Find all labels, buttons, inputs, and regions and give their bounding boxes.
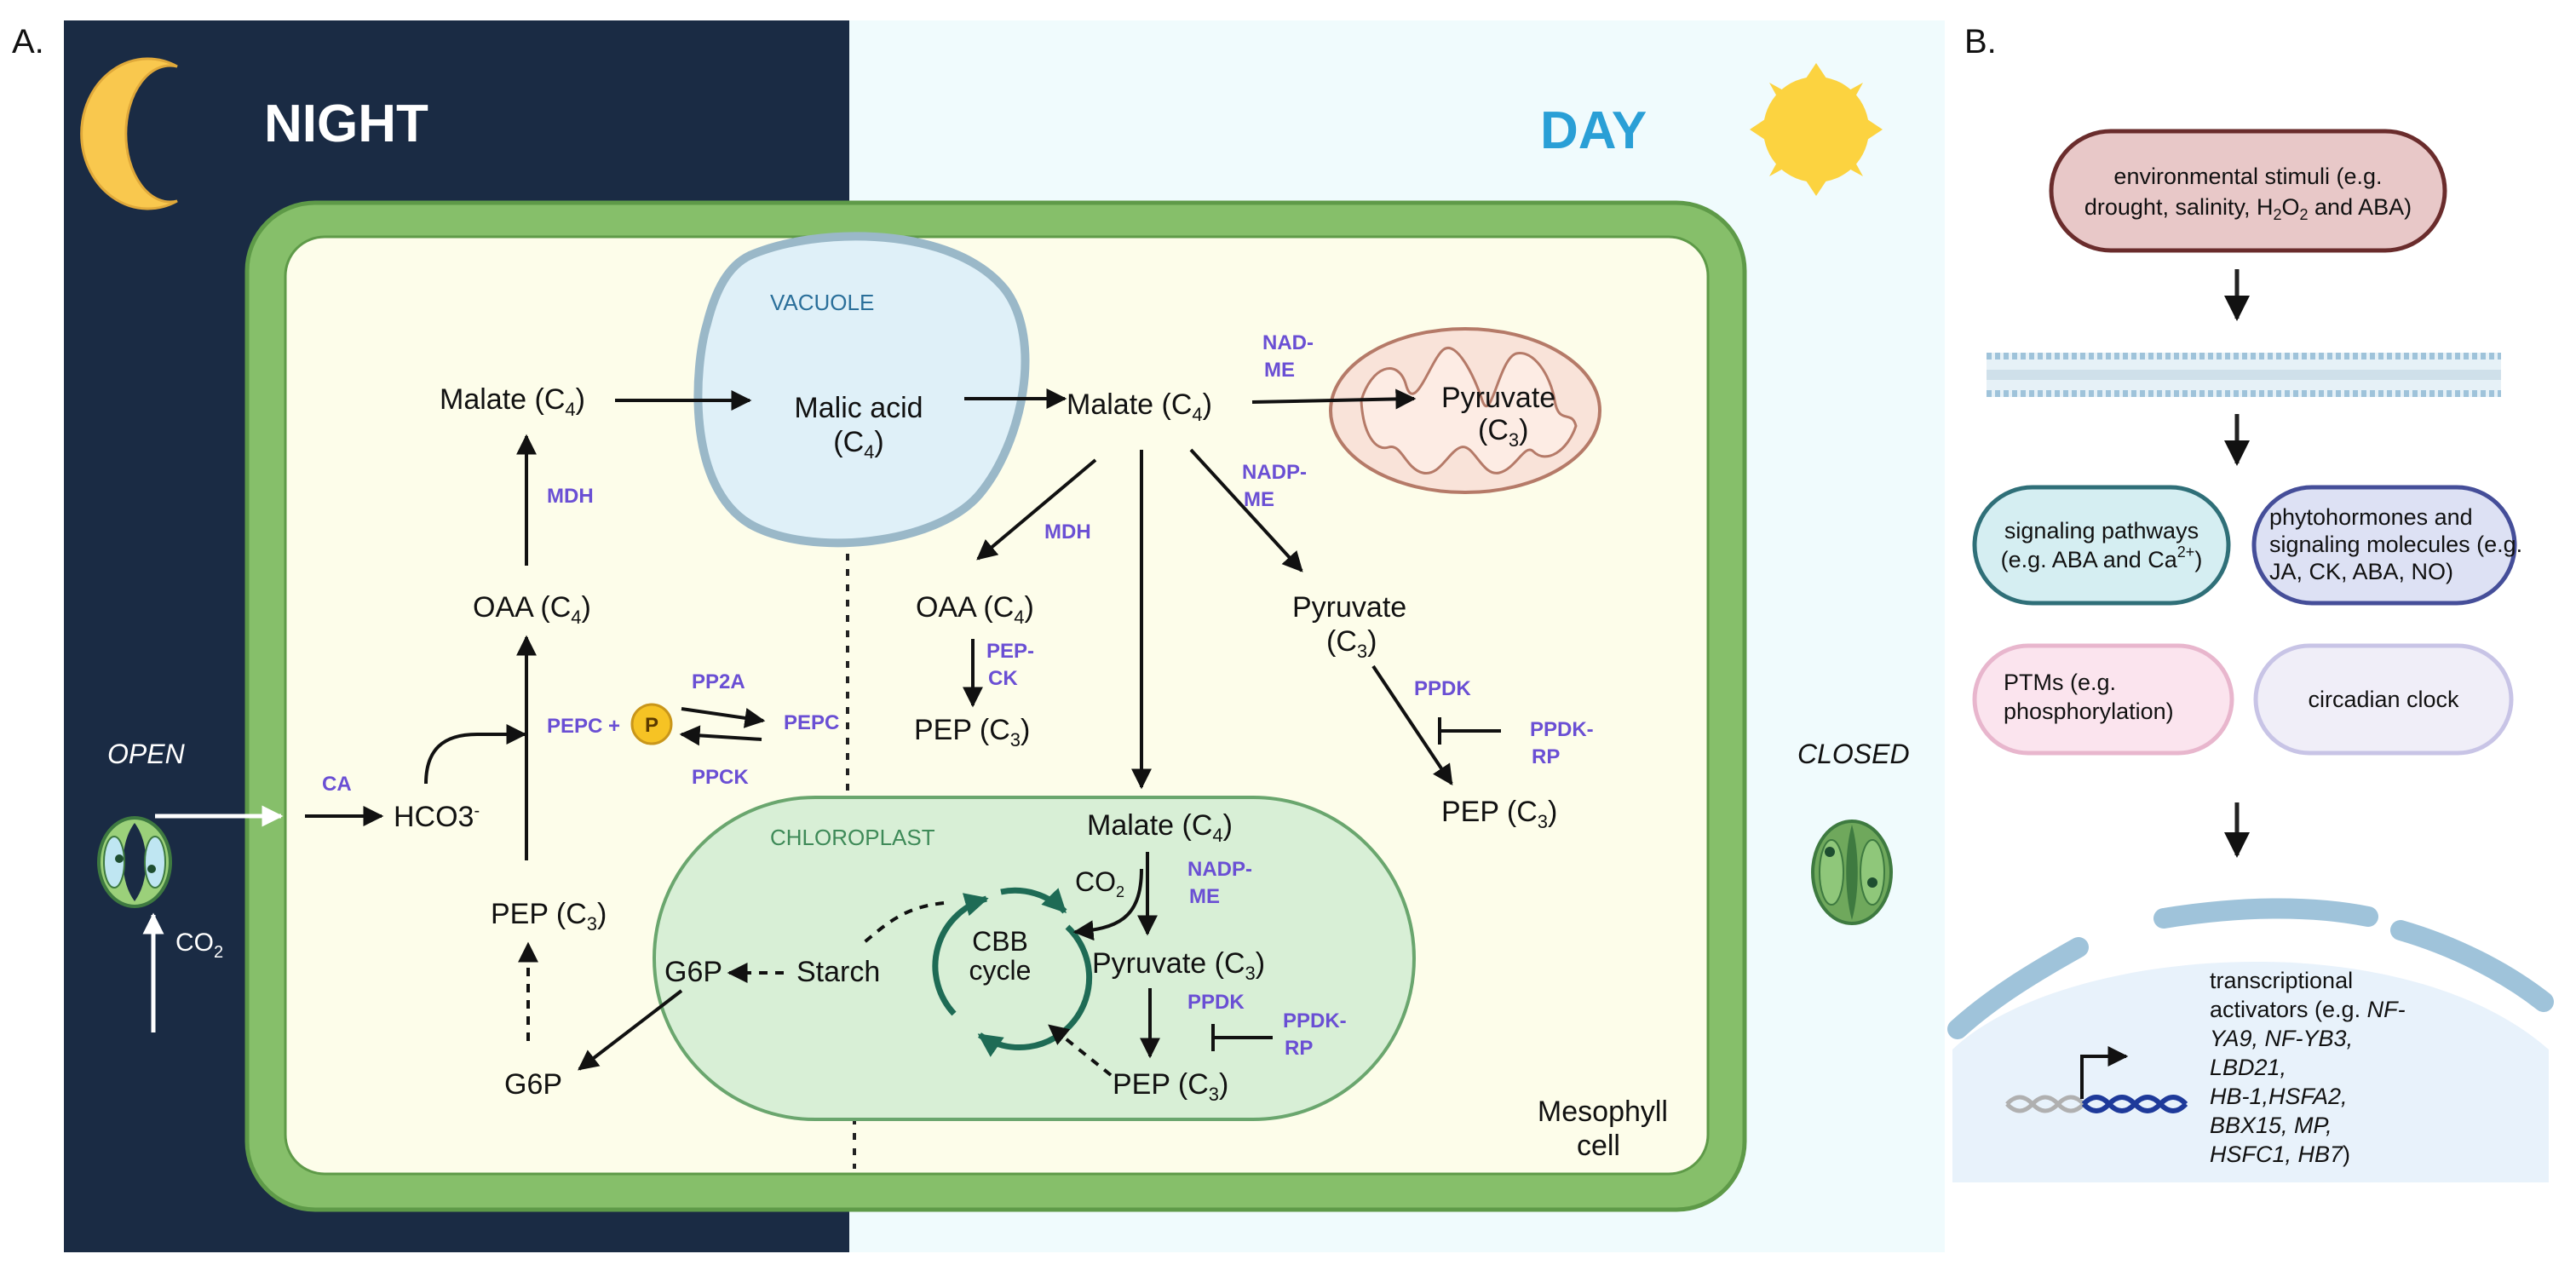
enzyme-pep-ck-2: CK	[988, 667, 1018, 690]
co2-night-label: CO2	[175, 929, 223, 962]
g6p-chloro: G6P	[664, 956, 722, 988]
vacuole	[693, 232, 1030, 548]
pep-chloro: PEP (C3)	[1113, 1068, 1228, 1105]
mesophyll-label-2: cell	[1577, 1130, 1620, 1162]
malic-acid: Malic acid	[794, 392, 923, 424]
enzyme-pepc-p: PEPC +	[547, 715, 620, 738]
enzyme-ppdk-rp-day-2: RP	[1532, 745, 1560, 768]
chloroplast	[653, 796, 1416, 1121]
stoma-open-label: OPEN	[107, 739, 186, 769]
activators-line-1: transcriptional	[2210, 968, 2353, 993]
enzyme-ppdk-chl: PPDK	[1187, 991, 1245, 1014]
plasma-membrane	[1987, 353, 2501, 397]
day-label: DAY	[1540, 101, 1647, 160]
signaling-box	[1972, 485, 2231, 606]
starch: Starch	[796, 956, 880, 988]
ptms-text-1: PTMs (e.g.	[2004, 670, 2116, 695]
mitochondrion	[1329, 327, 1601, 494]
circadian-text: circadian clock	[2308, 687, 2459, 712]
activators-line-7: HSFC1, HB7)	[2210, 1142, 2350, 1167]
hco3: HCO3-	[394, 801, 480, 833]
nucleus	[1947, 898, 2554, 1182]
enzyme-ppdk-day: PPDK	[1414, 677, 1471, 700]
enzyme-nadp-me-2: ME	[1244, 488, 1274, 511]
pyruvate-mito-c3: (C3)	[1478, 414, 1528, 451]
malate-night: Malate (C4)	[440, 383, 585, 420]
activators-line-3: YA9, NF-YB3,	[2210, 1026, 2353, 1051]
activators-line-4: LBD21,	[2210, 1055, 2286, 1080]
sun-icon	[1750, 63, 1883, 196]
phyto-text-3: JA, CK, ABA, NO)	[2269, 559, 2453, 584]
enzyme-mdh-day: MDH	[1044, 520, 1091, 543]
phyto-text-1: phytohormones and	[2269, 504, 2473, 530]
enzyme-nad-me-1: NAD-	[1262, 331, 1314, 354]
stimuli-text-2: drought, salinity, H2O2 and ABA)	[2084, 194, 2412, 223]
pyruvate-cyto: Pyruvate	[1292, 591, 1406, 624]
oaa-night: OAA (C4)	[473, 591, 591, 628]
enzyme-ppdk-rp-chl-1: PPDK-	[1283, 1009, 1347, 1032]
cbb-cycle	[932, 887, 1093, 1057]
ptms-box	[1972, 643, 2234, 756]
stoma-closed-label: CLOSED	[1797, 739, 1910, 769]
ptms-text-2: phosphorylation)	[2004, 699, 2174, 724]
signaling-text-1: signaling pathways	[2004, 518, 2199, 543]
pyruvate-mito: Pyruvate	[1441, 382, 1555, 414]
panel-a-label: A.	[12, 23, 44, 60]
signaling-text-2: (e.g. ABA and Ca2+)	[2001, 543, 2203, 572]
vacuole-label: VACUOLE	[770, 290, 874, 315]
pep-night: PEP (C3)	[491, 898, 607, 935]
panel-b-label: B.	[1964, 23, 1997, 60]
co2-arrows	[142, 805, 284, 1032]
malate-day: Malate (C4)	[1067, 388, 1212, 425]
phosphate-badge	[630, 703, 673, 745]
phytohormones-box	[2251, 485, 2517, 606]
phosphate-label: P	[645, 714, 658, 737]
circadian-box	[2253, 643, 2514, 756]
stimuli-box	[2049, 129, 2447, 253]
chloroplast-label: CHLOROPLAST	[770, 825, 935, 850]
cbb-label-1: CBB	[972, 926, 1028, 957]
night-label: NIGHT	[264, 95, 428, 153]
enzyme-mdh-night: MDH	[547, 485, 594, 508]
dna-promoter-icon	[2005, 1046, 2188, 1113]
enzyme-nad-me-2: ME	[1264, 359, 1295, 382]
stoma-closed-icon	[1811, 820, 1893, 925]
enzyme-ppck: PPCK	[692, 766, 749, 789]
enzyme-nadp-me-chl-2: ME	[1189, 885, 1220, 908]
pep-day-right: PEP (C3)	[1441, 796, 1557, 832]
activators-line-2: activators (e.g. NF-	[2210, 997, 2406, 1022]
mesophyll-label-1: Mesophyll	[1538, 1096, 1668, 1128]
enzyme-ppdk-rp-chl-2: RP	[1285, 1037, 1313, 1060]
malic-acid-c4: (C4)	[833, 426, 883, 463]
enzyme-ppdk-rp-day-1: PPDK-	[1530, 718, 1594, 741]
cbb-label-2: cycle	[969, 955, 1032, 986]
enzyme-ca: CA	[322, 773, 352, 796]
pathway-arrows	[305, 388, 1453, 1077]
pyruvate-chloro: Pyruvate (C3)	[1092, 947, 1265, 984]
enzyme-pp2a: PP2A	[692, 670, 745, 693]
moon-icon	[80, 57, 178, 210]
co2-chloro: CO2	[1075, 866, 1124, 900]
activators-line-5: HB-1,HSFA2,	[2210, 1084, 2348, 1109]
enzyme-nadp-me-chl-1: NADP-	[1187, 858, 1252, 881]
malate-chloro: Malate (C4)	[1087, 809, 1233, 846]
phyto-text-2: signaling molecules (e.g.	[2269, 532, 2522, 557]
enzyme-pep-ck-1: PEP-	[986, 640, 1034, 663]
inhibition-marks	[1211, 717, 1501, 1051]
pep-day-mid: PEP (C3)	[914, 714, 1030, 751]
oaa-day: OAA (C4)	[916, 591, 1034, 628]
enzyme-nadp-me-1: NADP-	[1242, 461, 1307, 484]
stimuli-text-1: environmental stimuli (e.g.	[2113, 164, 2382, 189]
activators-line-6: BBX15, MP,	[2210, 1113, 2332, 1138]
stoma-open-icon	[97, 816, 172, 908]
pyruvate-cyto-c3: (C3)	[1326, 625, 1377, 662]
g6p-night: G6P	[504, 1068, 562, 1101]
enzyme-pepc: PEPC	[784, 711, 839, 734]
